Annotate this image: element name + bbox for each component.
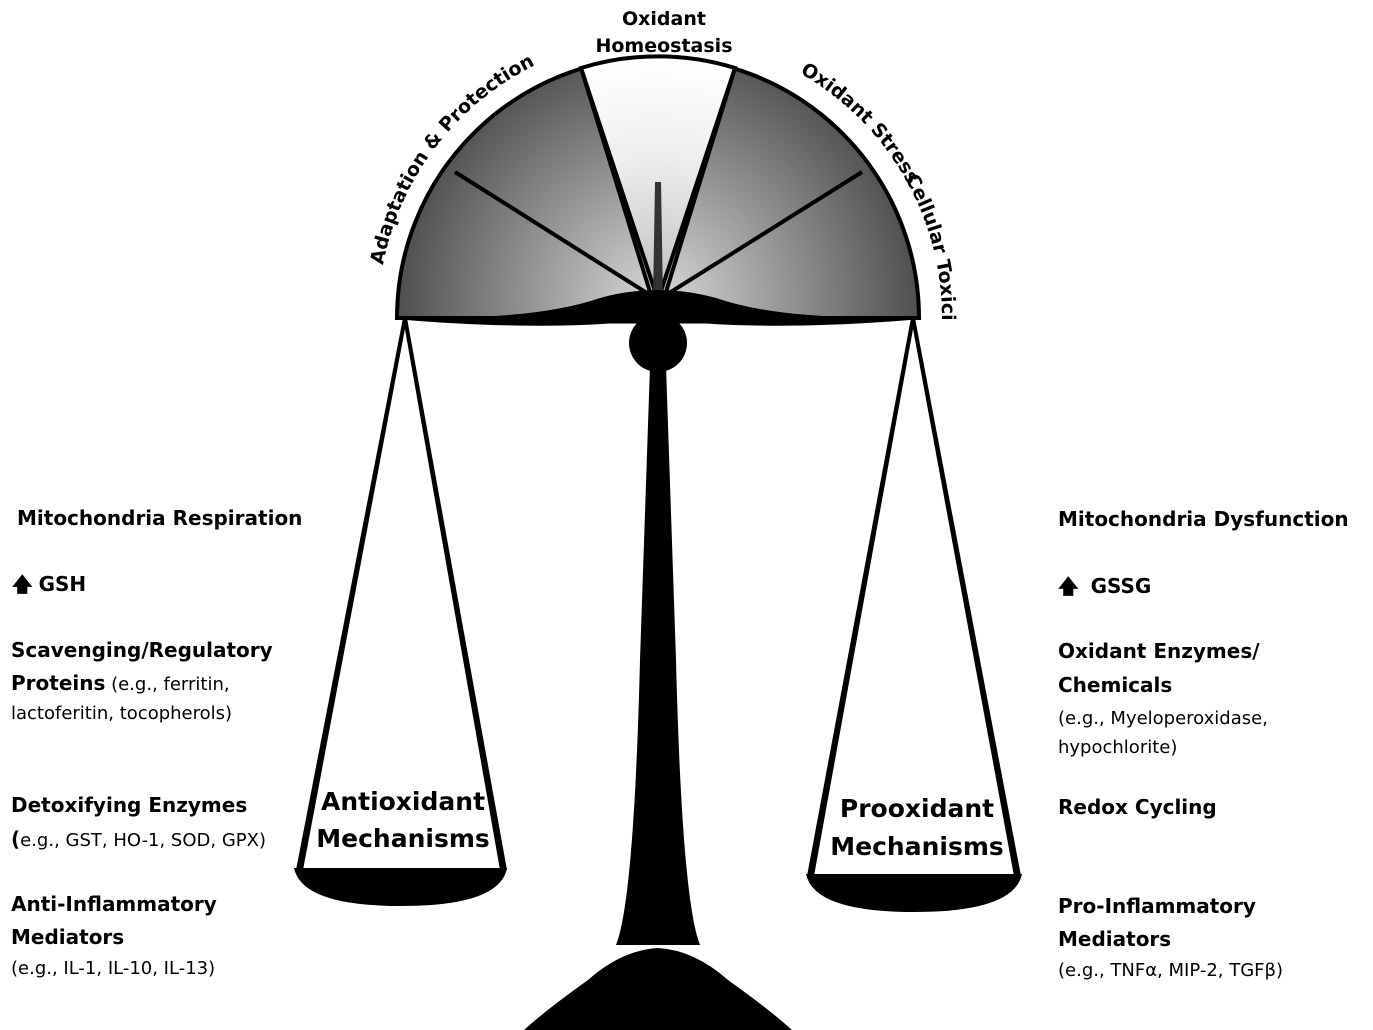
detoxifying-examples: e.g., GST, HO-1, SOD, GPX) (20, 830, 266, 851)
gauge-divider (579, 67, 660, 301)
right-pan-string (807, 318, 915, 876)
up-arrow-icon: 🡅 (12, 572, 33, 596)
oxidant-examples: (e.g., Myeloperoxidase, (1058, 708, 1268, 729)
gsh-increase: 🡅GSH (12, 568, 86, 600)
scale-pole (616, 366, 700, 945)
pro-inflammatory-examples: (e.g., TNFα, MIP-2, TGFβ) (1058, 960, 1284, 981)
up-arrow-icon: 🡅 (1058, 574, 1079, 598)
pro-inflammatory-title: Pro-Inflammatory (1058, 894, 1256, 918)
prooxidant-label: Prooxidant (840, 794, 994, 823)
scavenging-regulatory-title: Scavenging/Regulatory (11, 638, 273, 662)
scale-base (524, 948, 792, 1030)
left-pan-string (296, 318, 407, 870)
gauge-label-oxidant: Oxidant (622, 8, 706, 30)
pro-inflammatory-mediators: Mediators (1058, 927, 1172, 951)
antioxidant-label: Antioxidant (321, 787, 485, 816)
gauge-divider (453, 170, 660, 302)
detox-paren: ( (11, 827, 21, 851)
gauge-label-homeostasis: Homeostasis (595, 35, 732, 57)
oxidant-chemicals: Chemicals (1058, 673, 1173, 697)
left-pan-bowl (294, 868, 507, 906)
right-pan-string (911, 318, 1021, 876)
anti-inflammatory-title: Anti-Inflammatory (11, 892, 217, 916)
detoxifying-examples-line: (e.g., GST, HO-1, SOD, GPX) (11, 823, 266, 855)
detoxifying-enzymes: Detoxifying Enzymes (11, 793, 248, 817)
mitochondria-dysfunction: Mitochondria Dysfunction (1058, 507, 1349, 531)
gauge-needle (653, 182, 663, 300)
gssg-label: GSSG (1090, 574, 1152, 598)
anti-inflammatory-mediators: Mediators (11, 925, 125, 949)
mitochondria-respiration: Mitochondria Respiration (17, 506, 303, 530)
gsh-label: GSH (38, 572, 87, 596)
scavenging-examples: (e.g., ferritin, (105, 674, 230, 695)
scavenging-examples-cont: lactoferitin, tocopherols) (11, 703, 233, 724)
left-pan-string (403, 318, 507, 870)
oxidant-enzymes-title: Oxidant Enzymes/ (1058, 639, 1260, 663)
prooxidant-mechanisms-label: Mechanisms (830, 832, 1004, 861)
gauge-divider (656, 67, 737, 301)
oxidant-examples-cont: hypochlorite) (1058, 737, 1178, 758)
gauge-fan (394, 54, 922, 325)
anti-inflammatory-examples: (e.g., IL-1, IL-10, IL-13) (11, 958, 216, 979)
pivot-ball (629, 314, 687, 372)
right-pan-bowl (806, 874, 1022, 912)
proteins-label: Proteins (11, 671, 106, 695)
redox-cycling: Redox Cycling (1058, 795, 1217, 819)
gssg-increase: 🡅 GSSG (1058, 570, 1151, 602)
scale-beam (397, 290, 919, 325)
gauge-divider (656, 170, 864, 302)
scavenging-proteins-line: Proteins (e.g., ferritin, (11, 667, 230, 699)
antioxidant-mechanisms-label: Mechanisms (316, 824, 490, 853)
